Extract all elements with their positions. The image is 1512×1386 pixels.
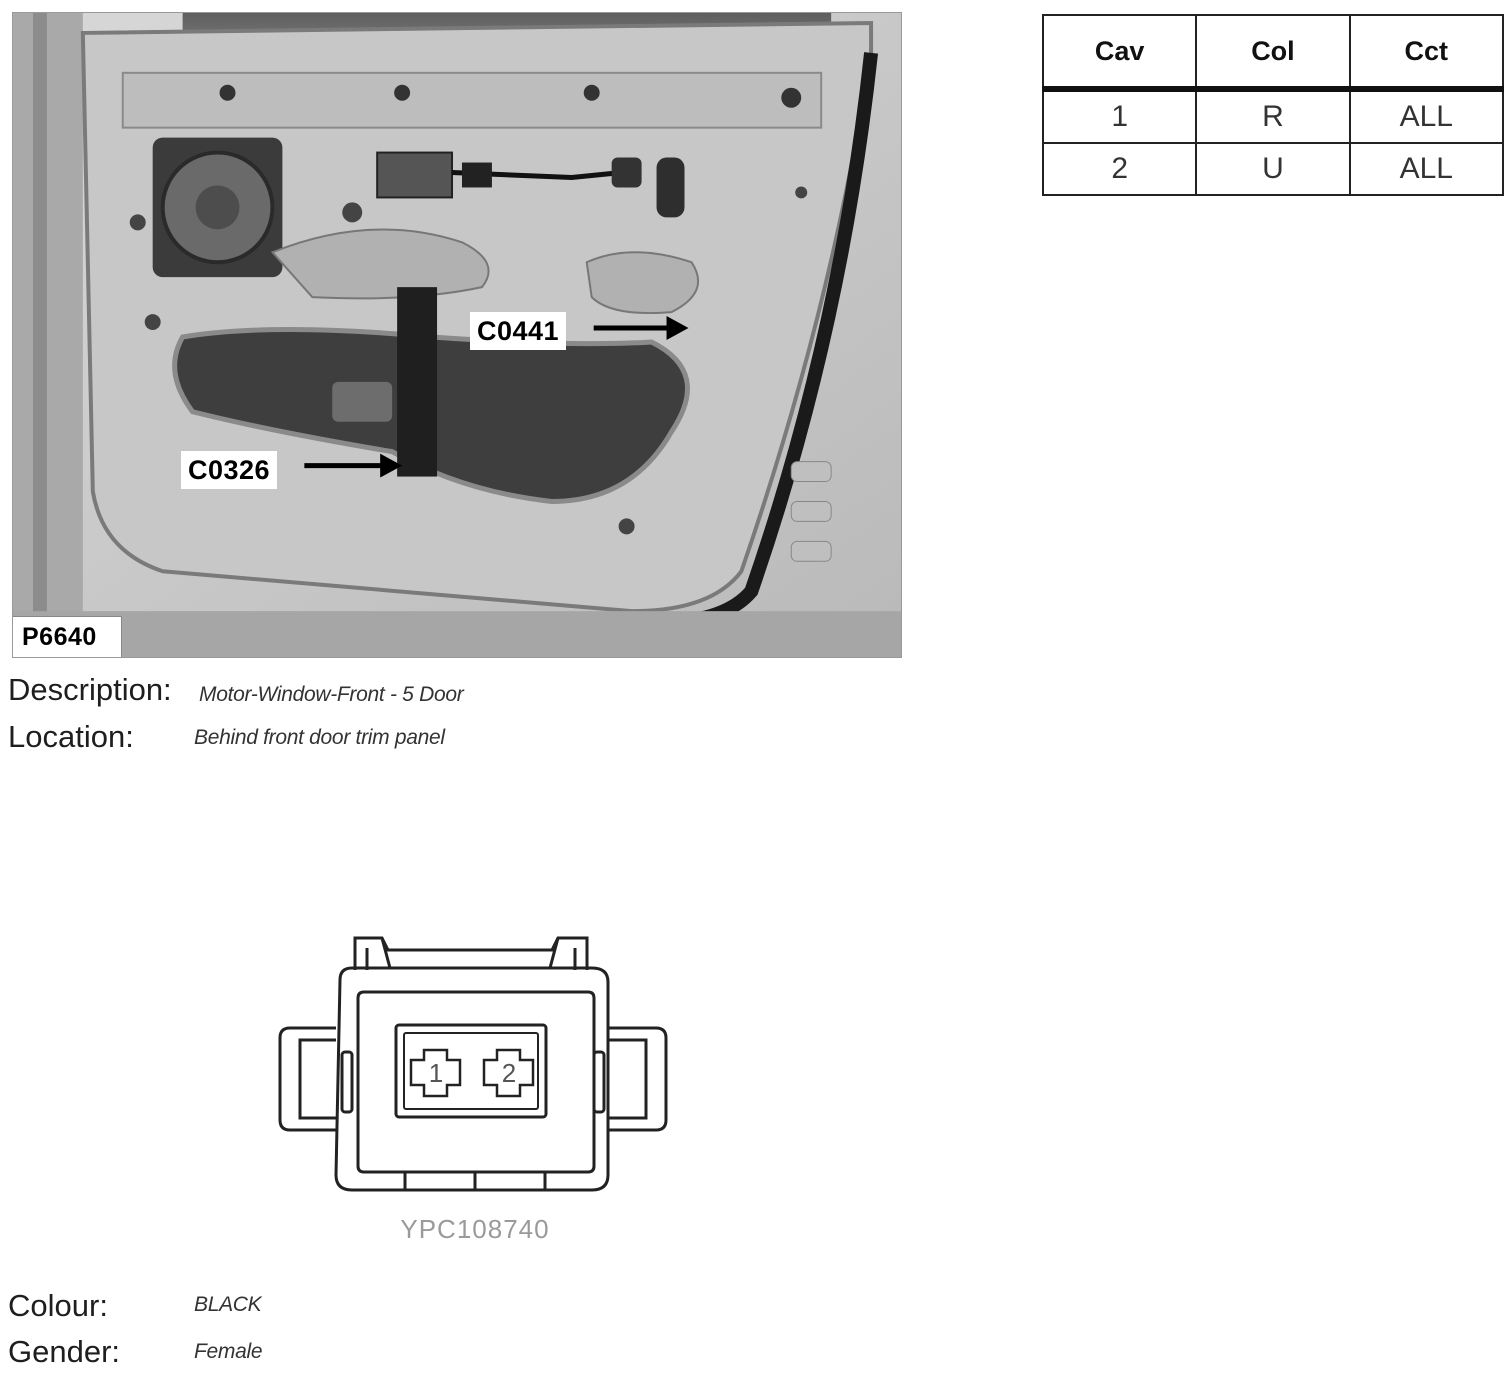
cavity-2-number: 2 xyxy=(501,1058,517,1088)
pinout-header-row: Cav Col Cct xyxy=(1041,14,1505,92)
callout-c0441: C0441 xyxy=(470,312,567,350)
door-panel-illustration xyxy=(13,13,901,657)
pinout-table: Cav Col Cct 1 R ALL 2 U ALL xyxy=(1041,14,1505,196)
arrow-head-c0441 xyxy=(666,316,689,340)
location-value: Behind front door trim panel xyxy=(194,726,445,749)
header-col: Col xyxy=(1195,14,1351,92)
photo-id-label: P6640 xyxy=(13,616,122,657)
description-value: Motor-Window-Front - 5 Door xyxy=(199,683,464,706)
cavity-1-number: 1 xyxy=(428,1058,444,1088)
gender-value: Female xyxy=(194,1340,263,1363)
colour-label: Colour: xyxy=(8,1288,108,1323)
cell-col: R xyxy=(1195,88,1351,144)
arrow-head-c0326 xyxy=(380,453,403,478)
cell-col: U xyxy=(1195,142,1351,196)
table-row: 2 U ALL xyxy=(1041,142,1505,196)
connector-face-diagram: 1 2 xyxy=(270,920,690,1220)
connector-outline xyxy=(278,936,668,1192)
door-panel-photo: C0441 C0326 P6640 xyxy=(12,12,902,658)
description-label: Description: xyxy=(8,672,172,707)
cell-cct: ALL xyxy=(1348,88,1505,144)
header-cct: Cct xyxy=(1348,14,1505,92)
callout-c0326: C0326 xyxy=(181,451,278,489)
gender-label: Gender: xyxy=(8,1334,121,1369)
connector-part-number: YPC108740 xyxy=(400,1214,550,1244)
cell-cav: 1 xyxy=(1041,88,1198,144)
table-row: 1 R ALL xyxy=(1041,88,1505,144)
location-label: Location: xyxy=(8,719,134,754)
colour-value: BLACK xyxy=(194,1293,262,1316)
cell-cct: ALL xyxy=(1348,142,1505,196)
header-cav: Cav xyxy=(1041,14,1198,92)
cell-cav: 2 xyxy=(1041,142,1198,196)
